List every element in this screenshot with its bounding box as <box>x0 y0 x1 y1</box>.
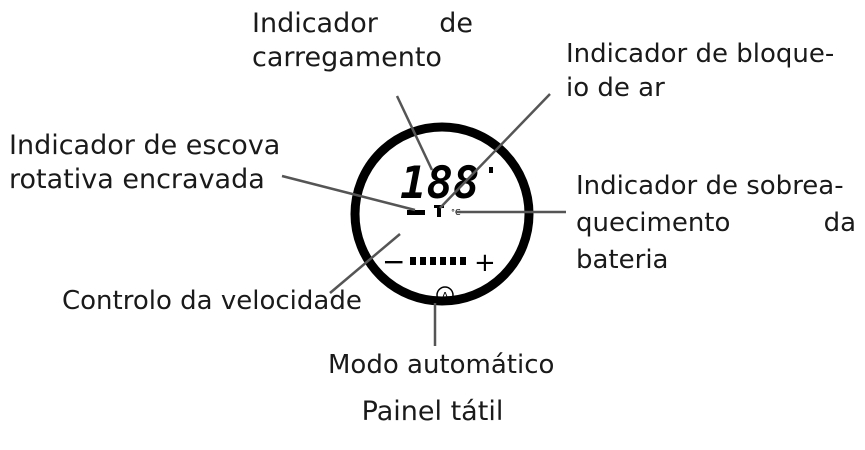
charging-leader <box>395 95 434 171</box>
speed-control-label: Controlo da velocidade <box>62 286 362 316</box>
brush-label-line2: rotativa encravada <box>9 164 265 195</box>
overheat-label-word1: quecimento <box>576 208 731 238</box>
brush-label-line1: Indicador de escova <box>9 130 281 161</box>
air-block-label-line2: io de ar <box>566 73 665 103</box>
speed-level-bars <box>410 257 466 265</box>
overheat-label-word2: da <box>823 208 856 238</box>
air-block-leader <box>439 93 551 209</box>
speed-bar <box>450 257 456 265</box>
speed-plus-sign[interactable]: + <box>474 248 496 278</box>
digit-display: 188 <box>400 158 479 209</box>
speed-bar <box>420 257 426 265</box>
speed-bar <box>430 257 436 265</box>
speed-minus-sign[interactable]: − <box>382 245 405 278</box>
overheat-label-line1: Indicador de sobrea- <box>576 171 844 201</box>
overheat-label-line3: bateria <box>576 245 669 275</box>
auto-mode-symbol: A <box>442 291 449 302</box>
air-block-label-line1: Indicador de bloque- <box>566 39 835 69</box>
brush-indicator-icon <box>407 210 425 215</box>
auto-mode-label: Modo automático <box>328 350 555 380</box>
speed-bar <box>410 257 416 265</box>
charging-label-line1: Indicador de <box>252 7 473 41</box>
overheat-label-line2: quecimento da <box>576 206 856 240</box>
speed-bar <box>440 257 446 265</box>
display-ring <box>350 122 534 306</box>
charging-label-word2: de <box>439 8 473 39</box>
speed-leader <box>329 233 401 294</box>
brush-leader <box>281 174 416 212</box>
digit-dot <box>489 167 493 173</box>
diagram-title: Painel tátil <box>361 396 504 427</box>
auto-mode-button[interactable] <box>436 286 454 304</box>
leader-lines <box>281 93 566 346</box>
charging-label-word1: Indicador <box>252 8 378 39</box>
charging-label-line2: carregamento <box>252 42 442 73</box>
speed-bar <box>460 257 466 265</box>
